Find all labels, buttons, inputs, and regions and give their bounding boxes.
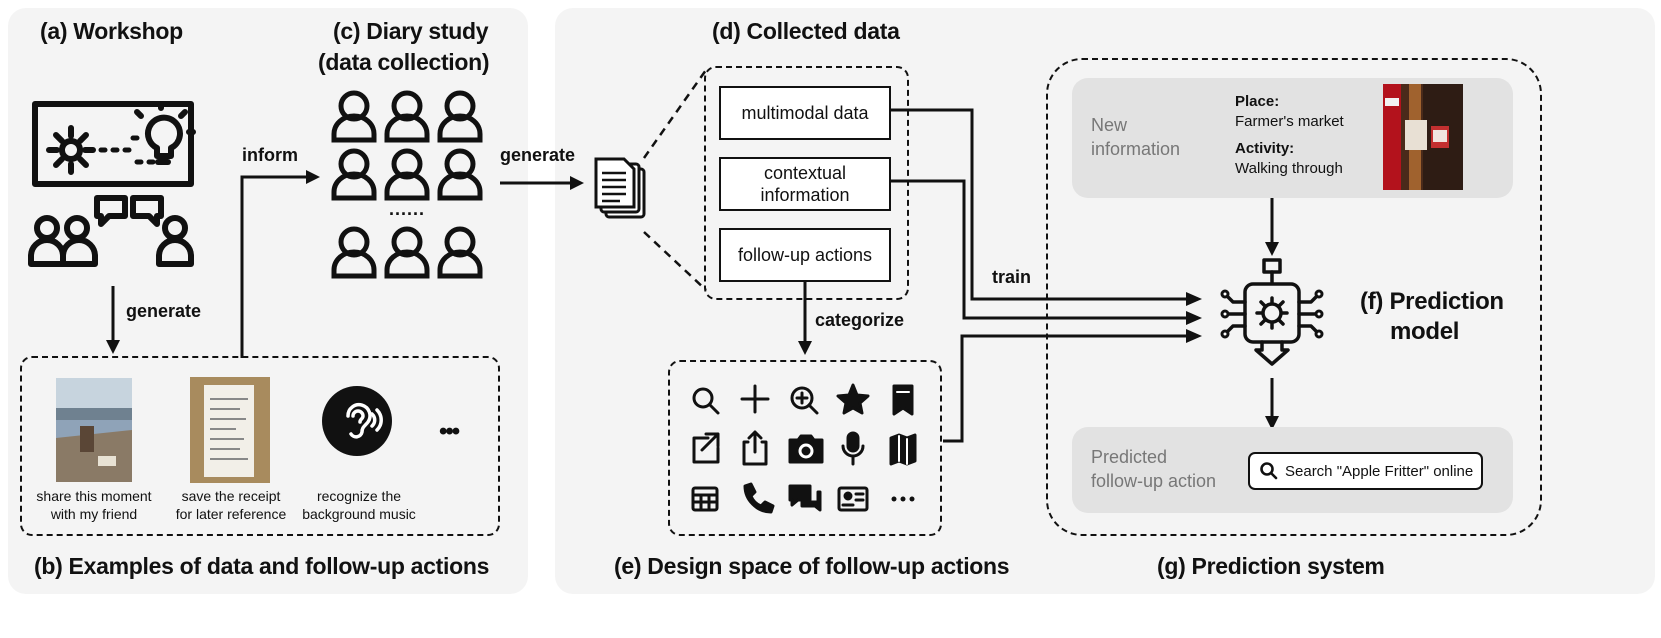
heading-diary-line2: (data collection) [318,49,490,75]
action-icons-grid [691,383,917,514]
table-icon [691,486,719,512]
predicted-label-2: follow-up action [1091,471,1217,491]
documents-icon [594,157,646,219]
new-information-label-1: New [1091,115,1128,135]
zoom-in-icon [790,386,819,415]
microphone-icon [841,431,865,466]
external-link-icon [692,432,720,464]
box-contextual-information: contextual information [719,157,891,211]
example-photo-receipt [190,377,270,483]
box-multimodal-data: multimodal data [719,86,891,140]
chat-icon [788,484,822,512]
design-space-box [668,360,942,536]
place-value: Farmer's market [1235,113,1344,130]
example-caption-2: save the receipt for later reference [175,488,287,522]
participants-ellipsis: ...... [389,199,426,219]
search-icon [1260,462,1278,480]
label-train: train [992,267,1032,287]
activity-value: Walking through [1235,160,1343,177]
ear-sound-icon [322,386,392,456]
label-generate-a: generate [126,301,202,321]
heading-system: (g) Prediction system [1157,553,1385,579]
heading-examples: (b) Examples of data and follow-up actio… [34,553,490,579]
map-icon [889,433,917,466]
predicted-label-1: Predicted [1091,447,1168,467]
bookmark-icon [892,384,914,416]
zoom-lines [642,69,708,291]
prediction-model-icon [1220,258,1324,366]
place-label: Place: [1235,93,1280,110]
market-photo [1383,84,1463,190]
prediction-system-box [1046,58,1542,536]
heading-workshop: (a) Workshop [40,18,183,44]
label-categorize: categorize [815,310,905,330]
search-icon [692,387,720,415]
example-caption-1: share this moment with my friend [36,488,152,522]
heading-design-space: (e) Design space of follow-up actions [614,553,1010,579]
new-information-label-2: information [1091,139,1181,159]
heading-collected: (d) Collected data [712,18,900,44]
plus-icon [740,384,770,414]
label-inform: inform [242,145,298,165]
example-caption-3: recognize the background music [302,488,416,522]
activity-label: Activity: [1235,140,1295,157]
examples-box [20,356,500,536]
examples-more: ••• [439,418,460,445]
star-icon [836,383,870,415]
whiteboard-icon [32,101,194,187]
example-photo-dock [56,378,132,482]
heading-diary-line1: (c) Diary study [333,18,489,44]
camera-icon [788,434,824,464]
workshop-illustration [28,101,196,267]
left-arrows [106,170,584,358]
predicted-action-text: Search "Apple Fritter" online [1285,462,1474,480]
heading-model-line1: (f) Prediction [1360,288,1504,315]
phone-icon [743,482,775,514]
share-icon [742,430,768,466]
contact-card-icon [837,486,869,512]
heading-model-line2: model [1390,318,1460,345]
more-icon [891,496,915,502]
predicted-search-button[interactable]: Search "Apple Fritter" online [1248,452,1483,490]
label-generate-c: generate [500,145,576,165]
